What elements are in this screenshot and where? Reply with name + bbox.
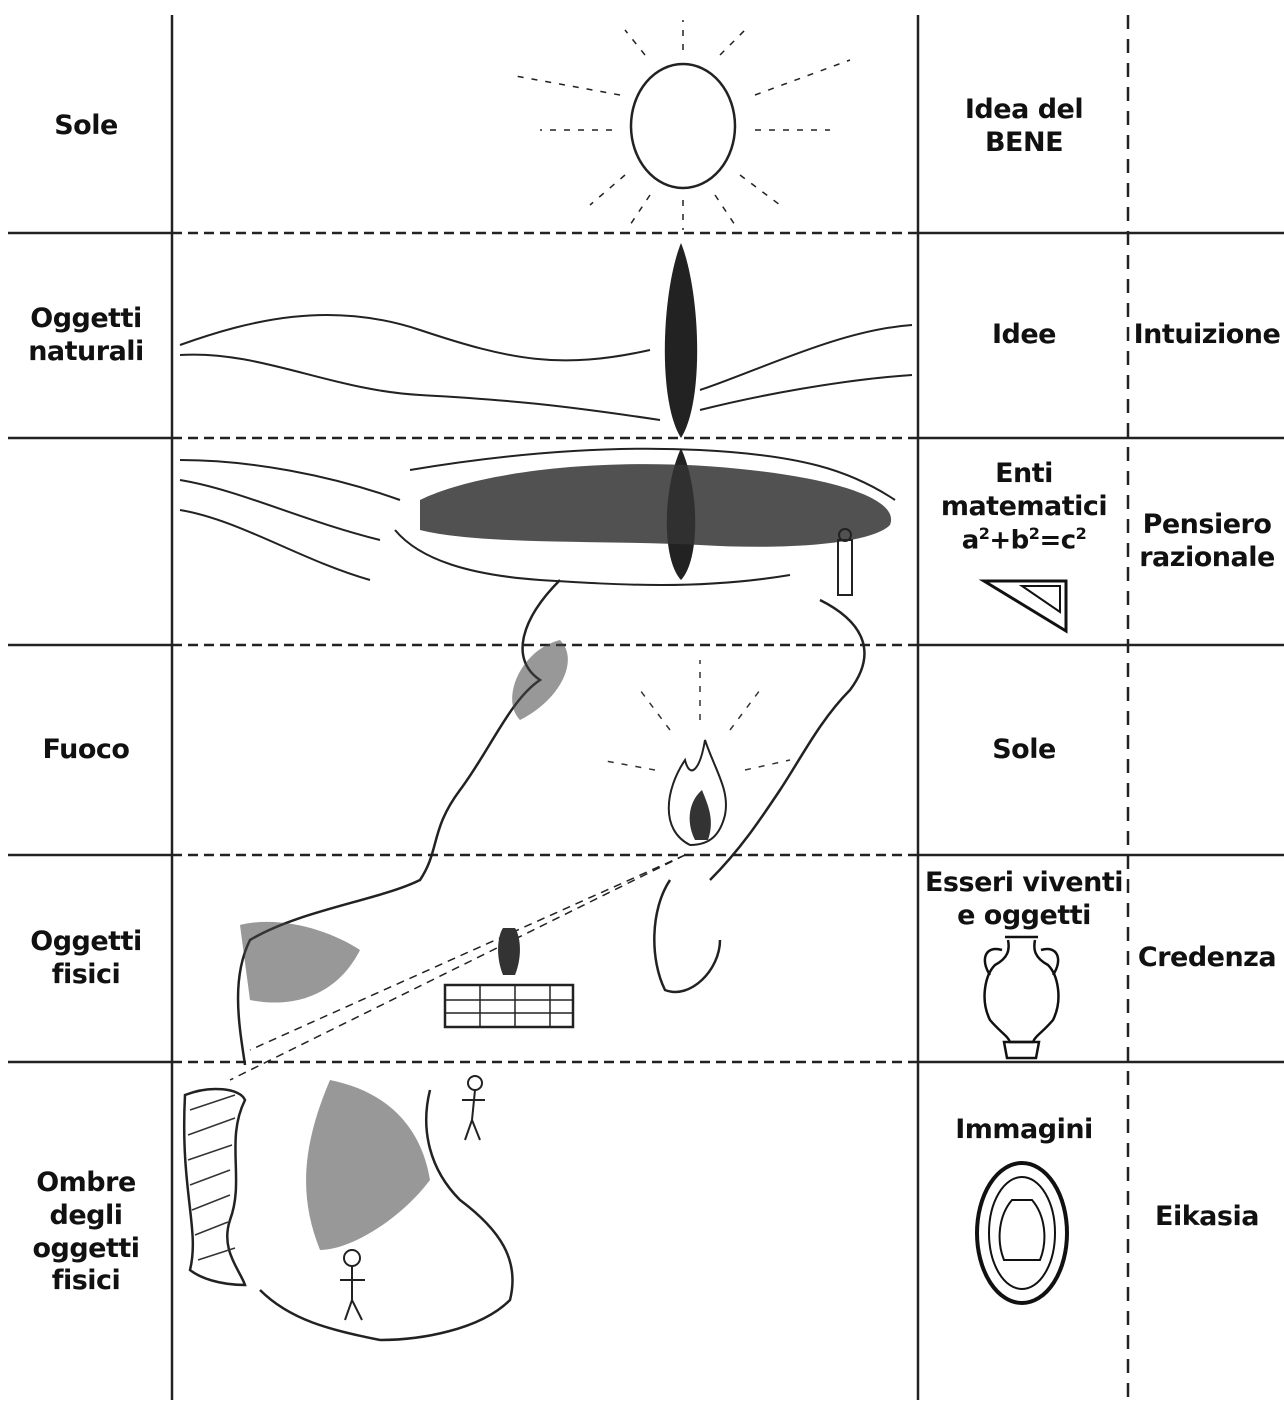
left-label-oggetti-naturali-text: Oggetti naturali — [28, 303, 144, 369]
right-label-pensiero-razionale-text: Pensiero razionale — [1139, 509, 1275, 575]
left-label-ombre: Ombre degli oggetti fisici — [0, 1062, 172, 1403]
formula-c: c — [1061, 526, 1076, 556]
left-label-oggetti-fisici-text: Oggetti fisici — [30, 926, 142, 992]
set-square-icon — [984, 581, 1066, 631]
left-label-sole: Sole — [0, 20, 172, 233]
mid-label-idea-del-bene: Idea del BENE — [920, 20, 1128, 233]
amphora-icon — [985, 937, 1059, 1058]
formula-eq: = — [1039, 526, 1060, 556]
lake — [395, 464, 891, 585]
sun-icon — [510, 20, 850, 230]
amphora-on-wall-icon — [498, 928, 520, 975]
mid-label-immagini-text: Immagini — [955, 1114, 1093, 1147]
right-label-pensiero-razionale: Pensiero razionale — [1130, 438, 1284, 645]
mid-label-immagini: Immagini — [920, 1105, 1128, 1155]
mid-label-idee-text: Idee — [992, 319, 1056, 352]
formula-plus: + — [989, 526, 1010, 556]
left-label-oggetti-fisici: Oggetti fisici — [0, 855, 172, 1062]
left-label-oggetti-naturali: Oggetti naturali — [0, 233, 172, 438]
right-label-intuizione-text: Intuizione — [1134, 319, 1281, 352]
left-label-fuoco-text: Fuoco — [43, 734, 130, 767]
right-label-eikasia: Eikasia — [1130, 1062, 1284, 1372]
right-label-eikasia-text: Eikasia — [1155, 1201, 1259, 1234]
right-label-intuizione: Intuizione — [1130, 233, 1284, 438]
left-label-ombre-text: Ombre degli oggetti fisici — [32, 1167, 139, 1299]
wall-icon — [445, 985, 573, 1027]
mid-label-esseri-viventi: Esseri viventi e oggetti — [920, 860, 1128, 940]
mid-label-esseri-viventi-text: Esseri viventi e oggetti — [925, 867, 1123, 933]
formula-exp-b: 2 — [1029, 524, 1040, 543]
mid-label-idee: Idee — [920, 233, 1128, 438]
mid-label-enti-matematici-text: Enti matematici — [941, 458, 1107, 524]
formula-exp-c: 2 — [1076, 524, 1087, 543]
shadow-wall — [184, 1089, 245, 1285]
mid-label-sole-text: Sole — [992, 734, 1056, 767]
left-label-empty — [0, 438, 172, 645]
formula-b: b — [1011, 526, 1029, 556]
right-label-empty-2 — [1130, 645, 1284, 855]
left-label-fuoco: Fuoco — [0, 645, 172, 855]
right-label-credenza: Credenza — [1130, 855, 1284, 1062]
right-label-empty — [1130, 20, 1284, 233]
formula-exp-a: 2 — [979, 524, 990, 543]
amphora-reflection-icon — [977, 1163, 1067, 1303]
mid-label-enti-matematici: Enti matematici a2+b2=c2 — [920, 458, 1128, 578]
formula-a: a — [962, 526, 979, 556]
right-label-credenza-text: Credenza — [1138, 942, 1276, 975]
left-label-sole-text: Sole — [54, 110, 118, 143]
pythagorean-formula: a2+b2=c2 — [962, 524, 1087, 557]
mid-label-sole: Sole — [920, 645, 1128, 855]
mid-label-idea-del-bene-text: Idea del BENE — [965, 94, 1083, 160]
